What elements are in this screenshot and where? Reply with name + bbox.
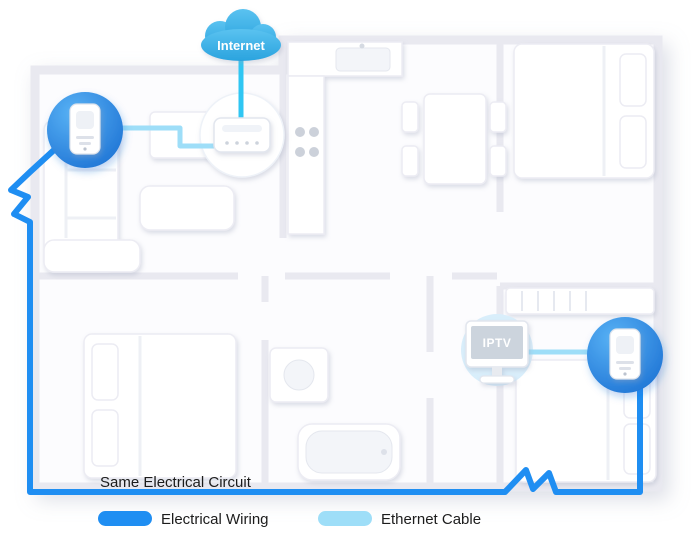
coffee-table <box>139 185 235 231</box>
bed-top-right <box>513 43 655 179</box>
legend-swatch-ethernet <box>318 511 372 526</box>
legend-swatch-electrical <box>98 511 152 526</box>
iptv-label: IPTV <box>483 336 512 350</box>
iptv-screen <box>471 326 523 359</box>
closet <box>505 287 655 315</box>
powerline-adapter-left <box>47 92 123 168</box>
powerline-adapter-icon <box>69 103 101 155</box>
bed-bottom-left <box>83 333 237 479</box>
stove-burner <box>309 147 319 157</box>
internet-cloud-icon: Internet <box>201 9 281 61</box>
legend: Electrical Wiring Ethernet Cable <box>98 511 481 528</box>
internet-label: Internet <box>217 38 265 53</box>
legend-label-electrical: Electrical Wiring <box>161 511 269 528</box>
kitchen-counter <box>287 41 403 235</box>
legend-label-ethernet: Ethernet Cable <box>381 511 481 528</box>
powerline-adapter-icon <box>609 328 641 380</box>
dining-set <box>401 93 507 185</box>
iptv-tv-icon: IPTV <box>465 320 529 384</box>
stove-burner <box>309 127 319 137</box>
stove-burner <box>295 127 305 137</box>
circuit-label: Same Electrical Circuit <box>100 474 252 491</box>
electrical-wiring-line <box>8 147 643 495</box>
ethernet-cable-line-left <box>118 125 219 149</box>
router-icon <box>213 117 271 153</box>
stove-burner <box>295 147 305 157</box>
bathroom <box>269 347 401 481</box>
floor-plan <box>30 35 663 492</box>
powerline-adapter-right <box>587 317 663 393</box>
